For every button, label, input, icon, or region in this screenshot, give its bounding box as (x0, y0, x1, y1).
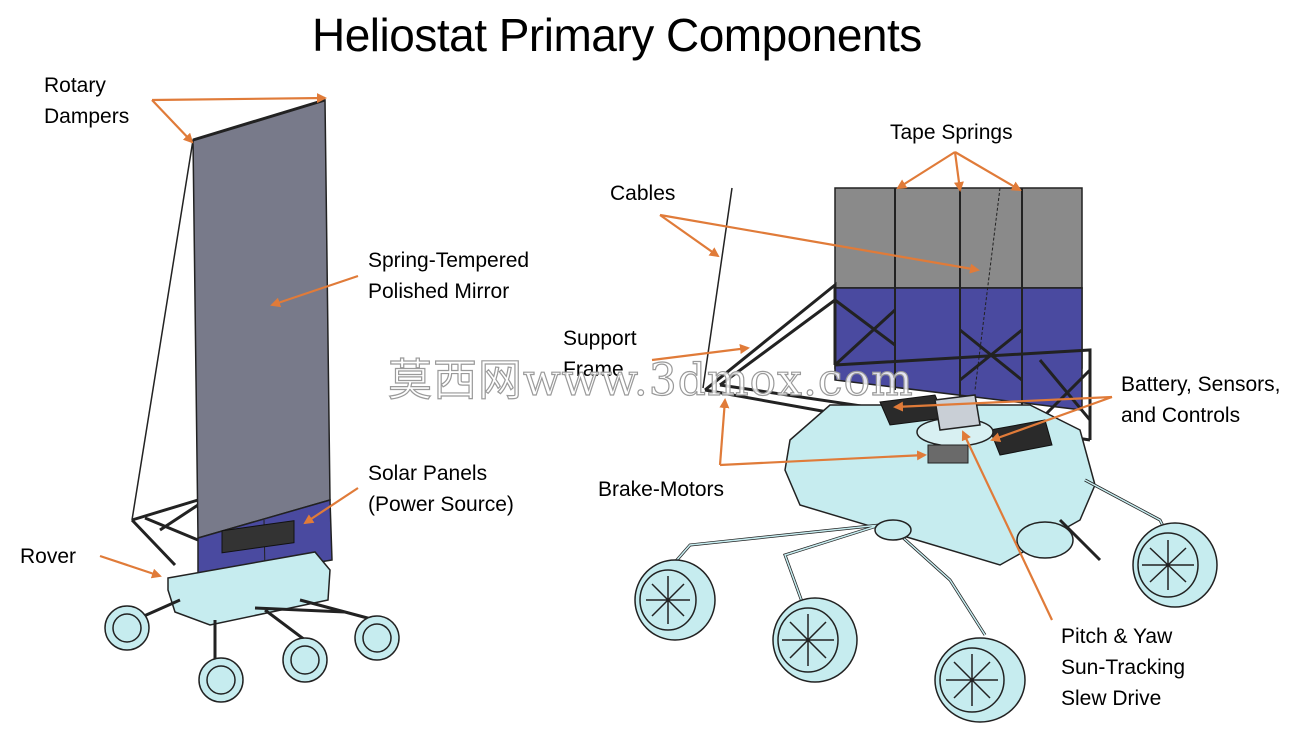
arrow-brake-motors-2 (719, 450, 927, 467)
right-cable (702, 187, 733, 389)
callout-arrows (99, 93, 1113, 621)
label-solar-panels: Solar Panels(Power Source) (368, 462, 514, 516)
arrow-solar-panels (303, 487, 359, 525)
left-mirror (192, 98, 331, 539)
watermark: 莫西网www.3dmox.com (387, 354, 914, 406)
arrow-rotary-dampers-2 (151, 99, 194, 144)
arrow-tape-springs-3 (954, 151, 1022, 192)
arrow-rover (99, 554, 162, 579)
arrow-mirror (270, 274, 359, 308)
left-rover-legs (134, 598, 376, 665)
left-wheels (104, 605, 400, 703)
left-support-frame (130, 498, 199, 567)
label-cables: Cables (610, 182, 676, 205)
label-tape-springs: Tape Springs (890, 121, 1013, 144)
right-wheels (634, 521, 1218, 723)
arrow-tape-springs-1 (896, 151, 956, 190)
arrow-battery-1 (893, 395, 1113, 412)
left-battery-box (221, 520, 295, 554)
arrow-cables-1 (659, 214, 720, 258)
left-heliostat (104, 98, 400, 703)
arrow-cables-2 (659, 213, 980, 274)
page-title: Heliostat Primary Components (312, 9, 922, 61)
label-battery-sensors-controls: Battery, Sensors,and Controls (1121, 373, 1281, 427)
left-rover-body (167, 551, 331, 626)
label-brake-motors: Brake-Motors (598, 478, 725, 501)
arrow-slew-drive (961, 430, 1053, 621)
arrow-battery-2 (990, 395, 1113, 443)
arrow-tape-springs-2 (953, 151, 964, 192)
arrow-brake-motors-1 (718, 398, 730, 466)
electronics-box-2 (989, 419, 1053, 456)
right-heliostat (634, 187, 1218, 723)
label-rover: Rover (20, 545, 77, 568)
left-support-cable (131, 139, 194, 521)
arrow-support-frame (651, 344, 750, 362)
arrow-rotary-dampers-1 (151, 93, 327, 104)
